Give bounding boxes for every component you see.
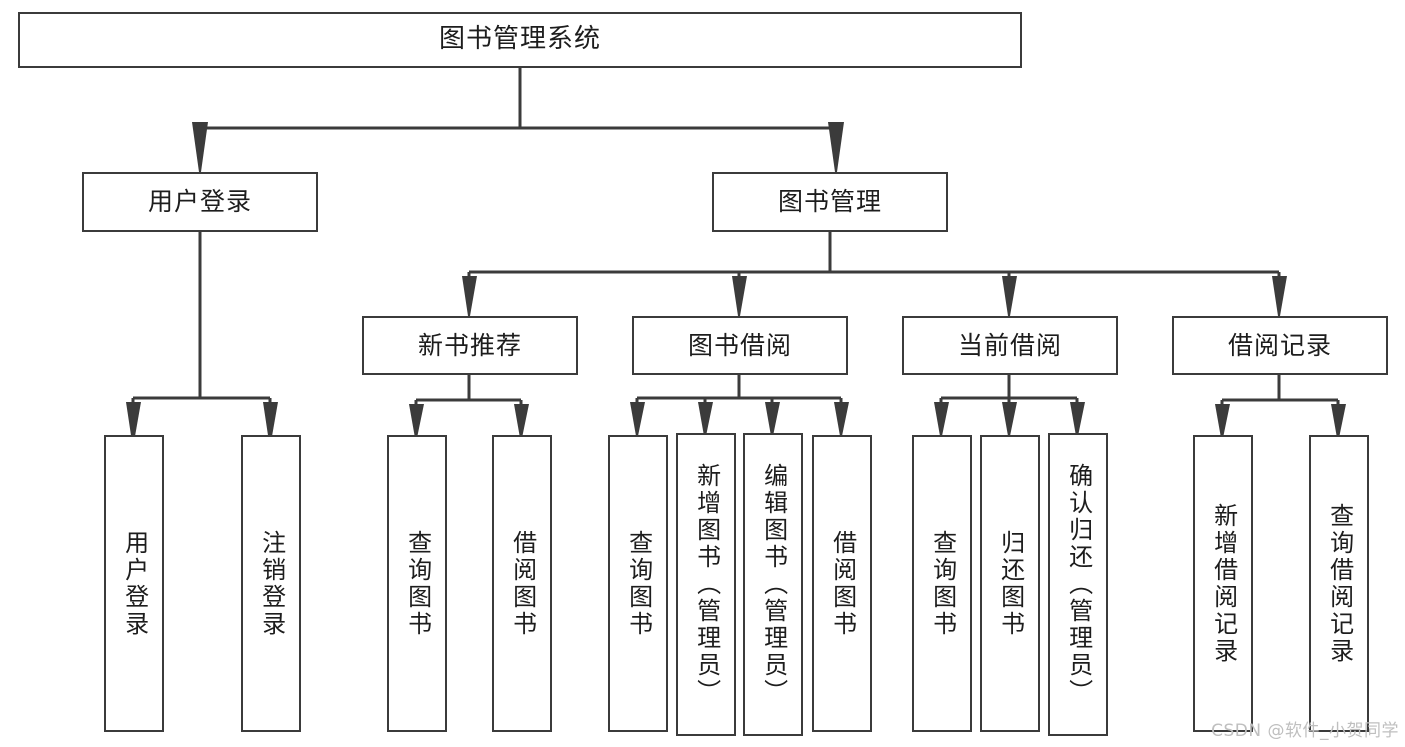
- node-current-borrow[interactable]: 当前借阅: [902, 316, 1118, 375]
- leaf-confirm-return-admin[interactable]: 确认归还（管理员）: [1048, 433, 1108, 736]
- node-label: 新书推荐: [417, 330, 522, 360]
- node-label: 查询图书: [624, 529, 653, 638]
- node-label: 图书借阅: [687, 330, 792, 360]
- node-label: 借阅记录: [1227, 330, 1332, 360]
- node-book-borrow[interactable]: 图书借阅: [632, 316, 848, 375]
- leaf-query-borrow-record[interactable]: 查询借阅记录: [1309, 435, 1369, 732]
- leaf-logout[interactable]: 注销登录: [241, 435, 301, 732]
- node-label: 借阅图书: [828, 529, 857, 638]
- node-label: 注销登录: [257, 529, 286, 638]
- watermark-text: CSDN @软件_小贺同学: [1211, 721, 1399, 741]
- node-new-book-recommend[interactable]: 新书推荐: [362, 316, 578, 375]
- node-root-system[interactable]: 图书管理系统: [18, 12, 1022, 68]
- node-label: 查询借阅记录: [1325, 502, 1354, 665]
- leaf-query-book-current[interactable]: 查询图书: [912, 435, 972, 732]
- node-label: 新增图书（管理员）: [692, 463, 721, 706]
- node-label: 查询图书: [928, 529, 957, 638]
- node-label: 当前借阅: [957, 330, 1062, 360]
- node-label: 归还图书: [996, 529, 1025, 638]
- leaf-return-book[interactable]: 归还图书: [980, 435, 1040, 732]
- leaf-add-borrow-record[interactable]: 新增借阅记录: [1193, 435, 1253, 732]
- leaf-borrow-book[interactable]: 借阅图书: [812, 435, 872, 732]
- node-book-management[interactable]: 图书管理: [712, 172, 948, 232]
- node-label: 查询图书: [403, 529, 432, 638]
- node-label: 用户登录: [147, 187, 252, 216]
- leaf-borrow-book-newbook[interactable]: 借阅图书: [492, 435, 552, 732]
- node-label: 图书管理系统: [438, 24, 601, 55]
- node-label: 编辑图书（管理员）: [759, 463, 788, 706]
- node-label: 图书管理: [777, 187, 882, 216]
- leaf-query-book-borrow[interactable]: 查询图书: [608, 435, 668, 732]
- leaf-user-login[interactable]: 用户登录: [104, 435, 164, 732]
- leaf-add-book-admin[interactable]: 新增图书（管理员）: [676, 433, 736, 736]
- node-borrow-record[interactable]: 借阅记录: [1172, 316, 1388, 375]
- node-user-login[interactable]: 用户登录: [82, 172, 318, 232]
- node-label: 借阅图书: [508, 529, 537, 638]
- leaf-query-book-newbook[interactable]: 查询图书: [387, 435, 447, 732]
- node-label: 确认归还（管理员）: [1064, 463, 1093, 706]
- node-label: 用户登录: [120, 529, 149, 638]
- node-label: 新增借阅记录: [1209, 502, 1238, 665]
- leaf-edit-book-admin[interactable]: 编辑图书（管理员）: [743, 433, 803, 736]
